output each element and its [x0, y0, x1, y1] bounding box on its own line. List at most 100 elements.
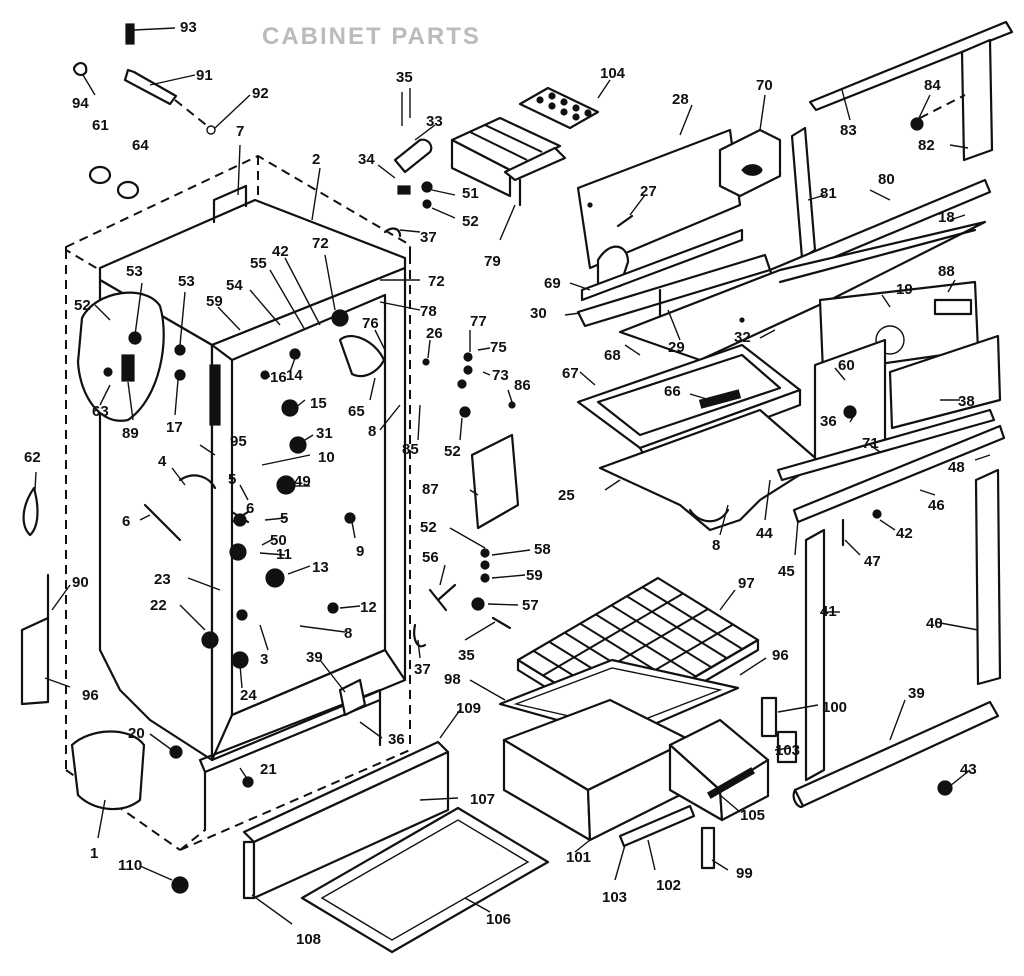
part-label: 17: [166, 419, 183, 436]
diagram-title: CABINET PARTS: [262, 23, 481, 50]
part-label: 37: [420, 229, 437, 246]
part-label: 77: [470, 313, 487, 330]
part-label: 90: [72, 574, 89, 591]
part-label: 57: [522, 597, 539, 614]
part-label: 28: [672, 91, 689, 108]
part-46-rail: [792, 424, 1006, 524]
part-label: 100: [822, 699, 847, 716]
part-40-bar: [974, 468, 1002, 686]
part-label: 22: [150, 597, 167, 614]
part-label: 44: [756, 525, 773, 542]
part-label: 52: [444, 443, 461, 460]
part-label: 103: [602, 889, 627, 906]
part-label: 9: [356, 543, 364, 560]
part-label: 53: [178, 273, 195, 290]
part-label: 45: [778, 563, 795, 580]
top-small-parts: [72, 23, 433, 238]
part-69-rail: [580, 228, 744, 302]
part-label: 107: [470, 791, 495, 808]
part-label: 64: [132, 137, 149, 154]
part-label: 109: [456, 700, 481, 717]
part-label: 39: [306, 649, 323, 666]
part-label: 27: [640, 183, 657, 200]
part-label: 39: [908, 685, 925, 702]
part-label: 99: [736, 865, 753, 882]
part-label: 106: [486, 911, 511, 928]
part-label: 42: [272, 243, 289, 260]
part-label: 37: [414, 661, 431, 678]
part-label: 89: [122, 425, 139, 442]
cabinet-handle: [212, 184, 248, 224]
part-label: 92: [252, 85, 269, 102]
part-label: 81: [820, 185, 837, 202]
part-label: 68: [604, 347, 621, 364]
center-hardware: [413, 352, 516, 648]
leveling-leg: [171, 876, 189, 894]
part-62: [22, 486, 39, 537]
cabinet-liner: [98, 198, 407, 851]
part-label: 16: [270, 369, 287, 386]
part-label: 13: [312, 559, 329, 576]
part-label: 78: [420, 303, 437, 320]
part-label: 10: [318, 449, 335, 466]
part-label: 101: [566, 849, 591, 866]
part-label: 59: [206, 293, 223, 310]
part-label: 3: [260, 651, 268, 668]
part-label: 105: [740, 807, 765, 824]
part-label: 104: [600, 65, 626, 82]
part-label: 49: [294, 473, 311, 490]
part-label: 31: [316, 425, 333, 442]
part-25-panel: [598, 408, 822, 532]
part-36-bottom: [338, 678, 367, 717]
part-label: 47: [864, 553, 881, 570]
part-81-strip: [790, 126, 817, 260]
part-96-panel: [20, 616, 50, 706]
part-label: 51: [462, 185, 479, 202]
part-label: 26: [426, 325, 443, 342]
part-83-strip: [808, 20, 1014, 112]
part-label: 33: [426, 113, 443, 130]
part-87-cover: [470, 433, 520, 530]
liner-fasteners: [143, 309, 386, 788]
part-label: 71: [862, 435, 879, 452]
part-label: 98: [444, 671, 461, 688]
part-label: 65: [348, 403, 365, 420]
leader-lines: [34, 27, 991, 925]
part-label: 29: [668, 339, 685, 356]
part-100: [760, 696, 778, 738]
part-79-rack: [450, 116, 567, 207]
part-label: 80: [878, 171, 895, 188]
part-label: 53: [126, 263, 143, 280]
part-label: 91: [196, 67, 213, 84]
part-label: 85: [402, 441, 419, 458]
part-1: [70, 730, 146, 811]
part-label: 23: [154, 571, 171, 588]
part-label: 76: [362, 315, 379, 332]
part-label: 96: [82, 687, 99, 704]
part-label: 52: [462, 213, 479, 230]
part-label: 6: [246, 500, 254, 517]
part-104-tray: [518, 86, 600, 130]
part-label: 36: [388, 731, 405, 748]
part-106-tray: [300, 806, 550, 954]
part-71-rail: [776, 408, 996, 482]
part-label: 8: [712, 537, 720, 554]
part-label: 94: [72, 95, 89, 112]
part-label: 72: [312, 235, 329, 252]
part-label: 19: [896, 281, 913, 298]
part-label: 79: [484, 253, 501, 270]
part-label: 96: [772, 647, 789, 664]
part-label: 1: [90, 845, 98, 862]
part-label: 34: [358, 151, 375, 168]
part-label: 8: [368, 423, 376, 440]
part-label: 69: [544, 275, 561, 292]
part-label: 103: [775, 742, 800, 759]
part-label: 18: [938, 209, 955, 226]
part-label: 60: [838, 357, 855, 374]
part-label: 67: [562, 365, 579, 382]
part-label: 62: [24, 449, 41, 466]
part-label: 102: [656, 877, 681, 894]
